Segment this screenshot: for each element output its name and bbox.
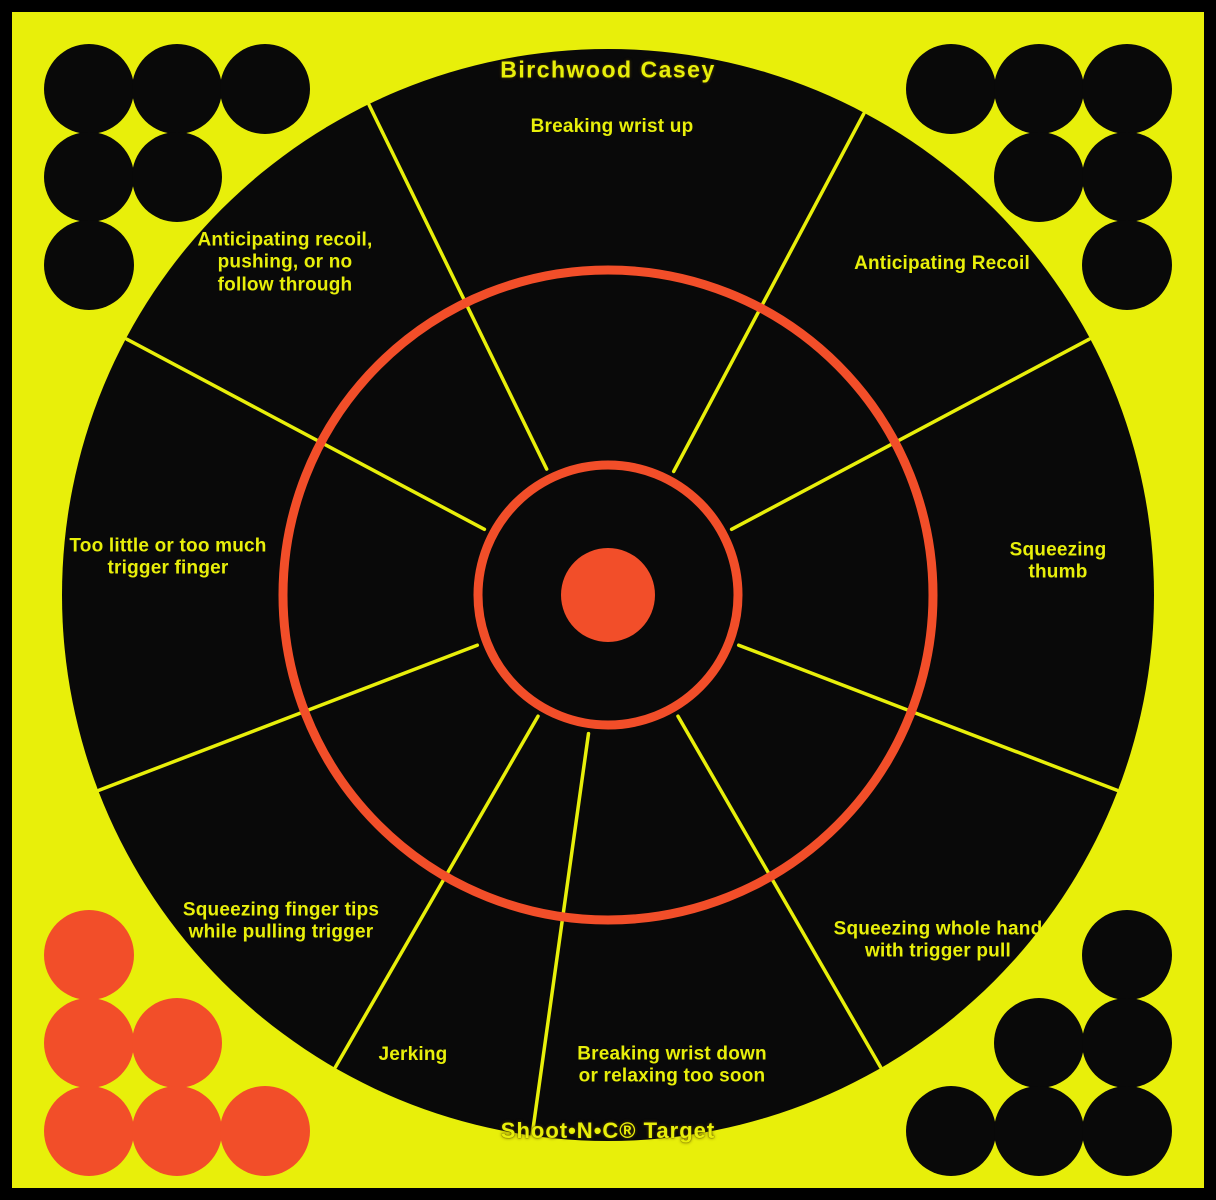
sector-line xyxy=(97,643,480,793)
paster-dot-orange xyxy=(132,998,222,1088)
sector-label-breaking-wrist-up: Breaking wrist up xyxy=(530,115,694,137)
paster-dot-orange xyxy=(132,1086,222,1176)
paster-dot-black xyxy=(906,1086,996,1176)
paster-dot-black xyxy=(44,44,134,134)
paster-dot-black xyxy=(994,1086,1084,1176)
paster-dot-black xyxy=(132,132,222,222)
paster-dot-orange xyxy=(44,1086,134,1176)
sector-line xyxy=(671,111,866,474)
paster-dot-black xyxy=(1082,44,1172,134)
paster-dot-black xyxy=(220,44,310,134)
paster-dot-black xyxy=(1082,1086,1172,1176)
paster-dot-orange xyxy=(220,1086,310,1176)
paster-dot-black xyxy=(44,220,134,310)
paster-dot-black xyxy=(44,132,134,222)
paster-dot-black xyxy=(1082,220,1172,310)
sector-label-trigger-finger: Too little or too much trigger finger xyxy=(69,535,267,579)
sector-line xyxy=(367,103,549,471)
sector-label-squeezing-finger-tips: Squeezing finger tips while pulling trig… xyxy=(182,899,380,943)
paster-group-top-right xyxy=(906,44,1172,310)
sector-line xyxy=(125,337,487,532)
sector-label-jerking: Jerking xyxy=(378,1043,448,1065)
paster-dot-black xyxy=(1082,132,1172,222)
sector-label-breaking-wrist-down: Breaking wrist down or relaxing too soon xyxy=(577,1043,767,1087)
sector-divider-lines xyxy=(97,103,1119,1137)
brand-title: Birchwood Casey xyxy=(500,56,716,83)
sector-line xyxy=(676,714,883,1069)
paster-dot-black xyxy=(994,44,1084,134)
inner-bullseye-ring xyxy=(473,460,743,730)
sector-label-squeezing-whole-hand: Squeezing whole hand with trigger pull xyxy=(833,918,1043,962)
paster-dot-black xyxy=(132,44,222,134)
paster-group-bottom-right xyxy=(906,910,1172,1176)
paster-dot-orange xyxy=(44,998,134,1088)
paster-group-bottom-left xyxy=(44,910,310,1176)
bullseye-center-dot xyxy=(561,548,655,642)
paster-dot-black xyxy=(1082,998,1172,1088)
outer-bullseye-ring xyxy=(278,265,938,925)
sector-line xyxy=(333,714,540,1069)
paster-dot-orange xyxy=(44,910,134,1000)
paster-dot-black xyxy=(906,44,996,134)
sector-label-anticipating-recoil-pushing: Anticipating recoil, pushing, or no foll… xyxy=(197,229,373,296)
product-title: Shoot•N•C® Target xyxy=(500,1118,716,1144)
paster-dot-black xyxy=(994,132,1084,222)
sector-label-anticipating-recoil: Anticipating Recoil xyxy=(854,252,1030,274)
paster-dot-black xyxy=(994,998,1084,1088)
sector-label-squeezing-thumb: Squeezing thumb xyxy=(1009,539,1107,583)
paster-dot-black xyxy=(1082,910,1172,1000)
sector-line xyxy=(729,337,1091,532)
sector-line xyxy=(736,643,1119,793)
paster-group-top-left xyxy=(44,44,310,310)
sector-line xyxy=(530,731,591,1137)
